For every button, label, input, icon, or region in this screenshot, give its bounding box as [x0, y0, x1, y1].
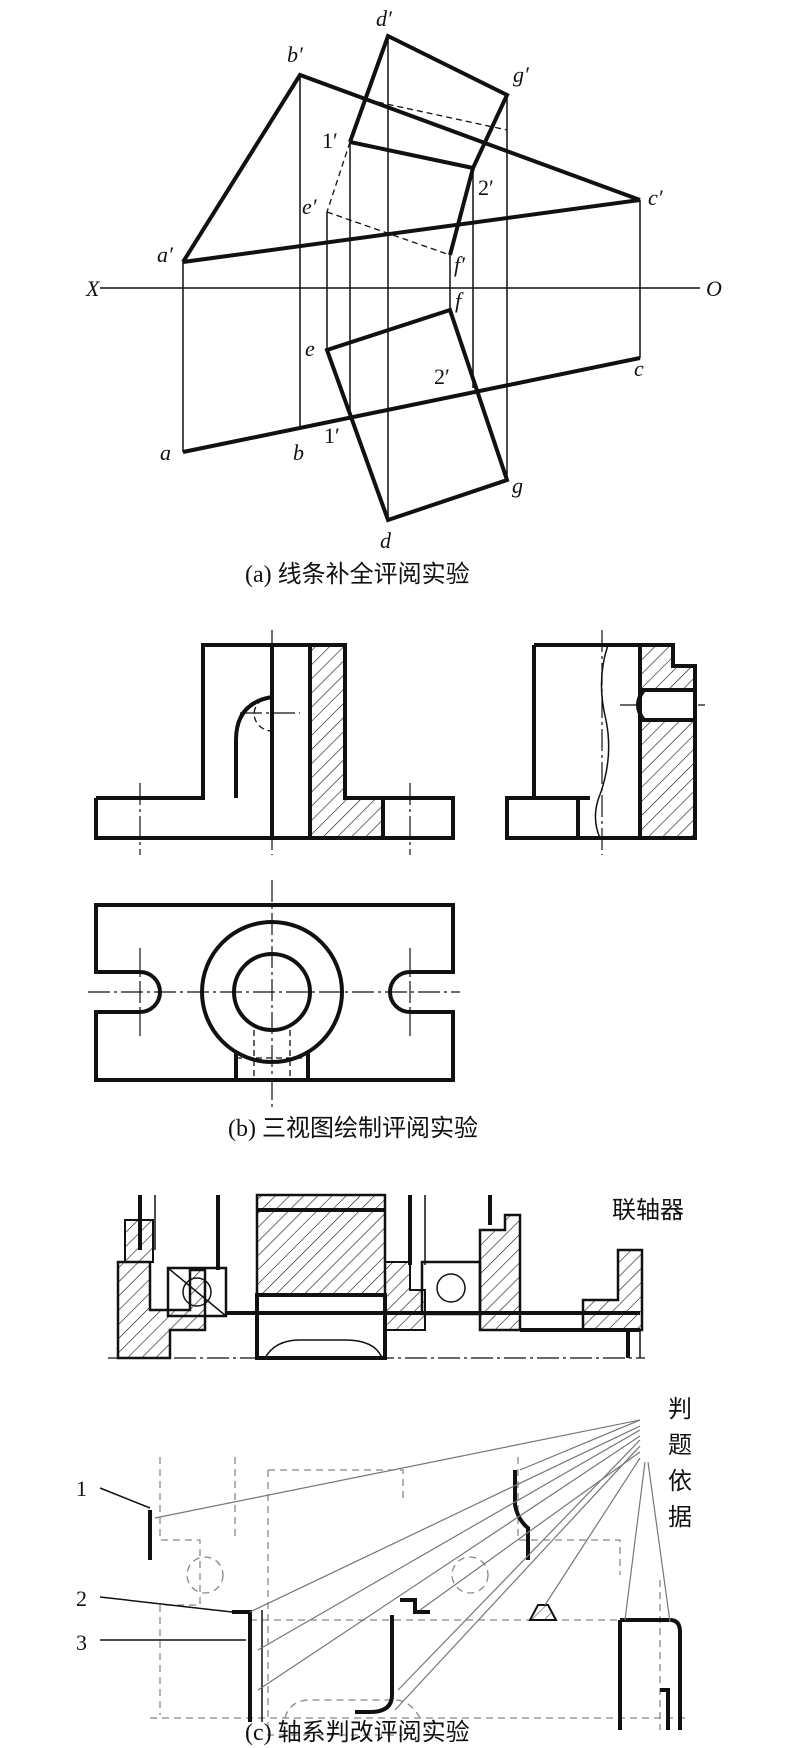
caption-a: (a) 线条补全评阅实验: [245, 561, 470, 588]
part-coupling-bracket: [620, 1618, 682, 1730]
label-b-prime: b′: [287, 42, 304, 67]
label-b: b: [293, 440, 304, 465]
label-e-prime: e′: [302, 194, 318, 219]
label-e: e: [305, 336, 315, 361]
part-coupling-inner: [618, 1620, 670, 1730]
basis-leader-3: [257, 1429, 641, 1651]
right-bearing-ball: [436, 1273, 466, 1303]
coupling-label: 联轴器: [612, 1196, 684, 1224]
axis-o-label: O: [706, 276, 722, 301]
top-inner-circle: [232, 952, 312, 1032]
gear-hub-curve: [264, 1339, 383, 1359]
label-d-prime: d′: [376, 6, 393, 31]
basis-leader-5: [519, 1419, 641, 1471]
label-d: d: [380, 528, 392, 553]
square-front-visible: [348, 33, 510, 256]
side-hole-cut: [640, 690, 698, 720]
label-f-prime: f′: [454, 252, 466, 277]
triangle-top-bc: [299, 357, 641, 429]
triangle-front-ab: [181, 72, 641, 264]
review-diagram: 1 2 3 判 题 依 据: [76, 1395, 692, 1736]
basis-char-3: 依: [668, 1467, 692, 1495]
part-top-right-curve: [513, 1470, 530, 1560]
front-outline: [94, 643, 455, 840]
label-g-prime: g′: [513, 62, 530, 87]
label-f: f: [455, 288, 464, 313]
triangle-front-ac: [182, 198, 641, 264]
leader-1: [99, 1487, 151, 1509]
front-view: [94, 630, 455, 855]
left-bearing: [166, 1266, 228, 1318]
label-2-prime-top: 2′: [434, 364, 450, 389]
label-2-prime-front: 2′: [478, 175, 494, 200]
shaft-assembly: 联轴器: [108, 1193, 684, 1360]
label-1-prime-top: 1′: [324, 423, 340, 448]
ref-bearing-right: [451, 1556, 489, 1594]
hidden-edge-b-inside: [367, 99, 508, 131]
label-c-prime: c′: [648, 185, 664, 210]
left-cover-block: [124, 1219, 154, 1263]
basis-leader-8: [419, 1451, 641, 1611]
marker-3: 3: [76, 1630, 87, 1655]
label-a-prime: a′: [157, 242, 174, 267]
basis-leader-1: [154, 1419, 641, 1519]
right-housing-hatch: [384, 1261, 426, 1331]
label-g: g: [512, 473, 523, 498]
label-1-prime-front: 1′: [322, 128, 338, 153]
part-c-shaft-system: 联轴器 1: [76, 1193, 692, 1746]
caption-c: (c) 轴系判改评阅实验: [245, 1719, 470, 1746]
top-outline: [94, 903, 455, 1082]
label-a: a: [160, 440, 171, 465]
marker-2: 2: [76, 1586, 87, 1611]
ref-outline-left: [159, 1457, 201, 1715]
side-section-hatch: [640, 645, 695, 838]
leader-2: [99, 1596, 233, 1613]
label-c: c: [634, 356, 644, 381]
hidden-edge-1e: [326, 141, 351, 213]
basis-leader-4: [257, 1435, 641, 1691]
side-break-line: [594, 644, 610, 839]
caption-b: (b) 三视图绘制评阅实验: [228, 1115, 478, 1142]
front-section-hatch: [310, 645, 383, 838]
marker-1: 1: [76, 1476, 87, 1501]
ref-bearing-left: [186, 1556, 224, 1594]
ref-outline-gear: [267, 1469, 404, 1736]
left-housing-hatch: [116, 1260, 207, 1360]
axis-x-label: X: [85, 276, 101, 301]
front-boss-arc: [234, 695, 273, 741]
basis-leader-9: [544, 1457, 641, 1606]
part-a-line-completion: X O a′ b′ c′ d′ e′ f′ g′ 1′ 2′: [85, 6, 722, 588]
basis-leader-2: [249, 1425, 641, 1613]
left-bearing-diag1: [167, 1267, 227, 1317]
basis-char-2: 题: [668, 1431, 692, 1459]
side-view: [505, 630, 705, 855]
right-bearing: [420, 1260, 482, 1316]
basis-leader-11: [647, 1461, 671, 1623]
basis-char-1: 判: [668, 1395, 692, 1423]
basis-leader-7: [394, 1445, 641, 1711]
top-outer-circle: [200, 920, 344, 1064]
ref-gear-bottom: [284, 1699, 421, 1719]
right-cover-hatch: [478, 1213, 522, 1332]
part-b-three-views: (b) 三视图绘制评阅实验: [88, 630, 705, 1142]
basis-leader-10: [624, 1461, 646, 1621]
part-2-step: [232, 1610, 252, 1722]
left-bearing-ball: [182, 1277, 212, 1307]
hidden-edge-ef: [326, 211, 451, 256]
square-top: [324, 307, 510, 523]
basis-char-4: 据: [668, 1503, 692, 1531]
top-view: [88, 880, 460, 1108]
coupling-hatch: [581, 1248, 644, 1332]
part-seal-right: [528, 1604, 558, 1621]
gear-hub: [255, 1293, 387, 1360]
square-front-12: [349, 140, 474, 170]
part-bottom-curve: [355, 1615, 394, 1714]
side-hole-arc: [636, 688, 646, 722]
part-seal-left: [400, 1598, 430, 1614]
ref-outline-right: [555, 1539, 661, 1730]
